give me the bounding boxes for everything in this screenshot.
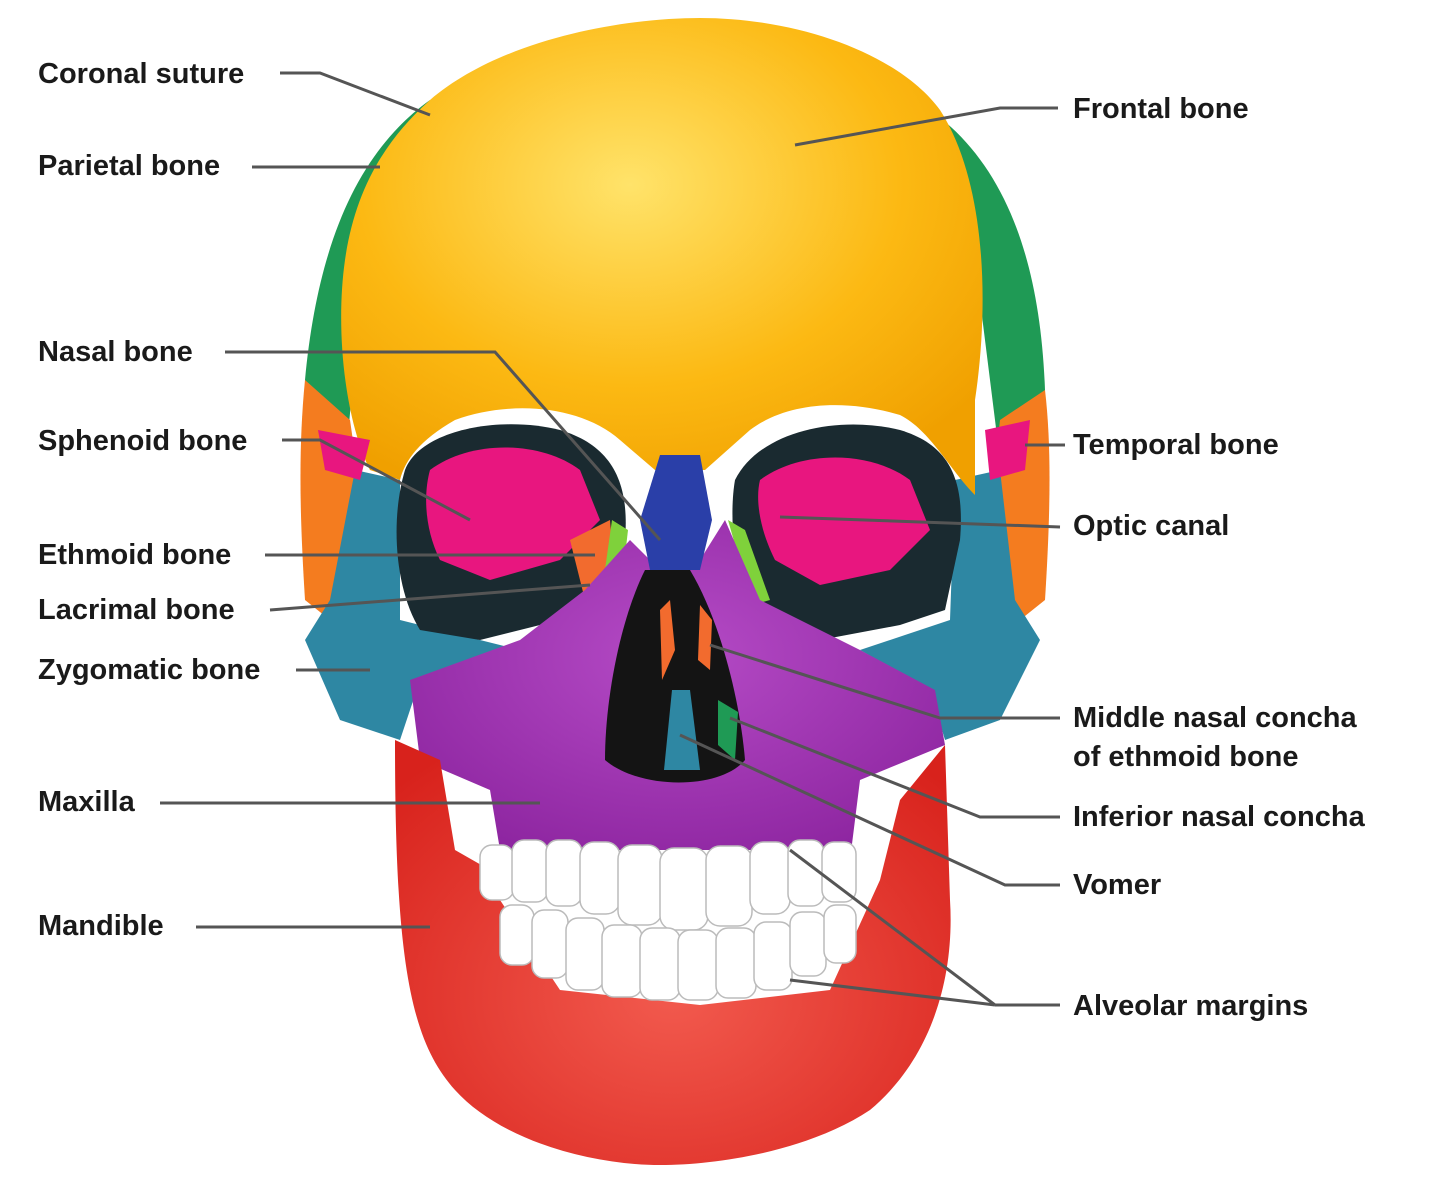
sphenoid-bone-left: [426, 447, 600, 580]
label-optic-canal: Optic canal: [1073, 510, 1230, 542]
lower-teeth: [499, 904, 857, 1001]
sphenoid-bone-temporal-left: [318, 430, 370, 480]
leader-vomer: [679, 733, 1060, 887]
parietal-bone-left: [305, 100, 430, 470]
leader-middle-nasal-concha: [709, 643, 1060, 720]
upper-teeth: [479, 839, 857, 931]
label-frontal-bone: Frontal bone: [1073, 93, 1249, 125]
label-ethmoid-bone: Ethmoid bone: [38, 539, 232, 571]
middle-nasal-concha: [660, 600, 712, 680]
label-parietal-bone: Parietal bone: [38, 150, 221, 182]
label-middle-nasal-concha-line1: Middle nasal concha: [1073, 702, 1357, 734]
leader-sphenoid-bone: [282, 438, 471, 522]
sphenoid-bone-temporal-right: [985, 420, 1030, 480]
label-middle-nasal-concha-line2: of ethmoid bone: [1073, 741, 1299, 773]
mandible: [395, 740, 951, 1165]
leader-alveolar-lower: [789, 978, 996, 1007]
label-mandible: Mandible: [38, 910, 164, 942]
label-inferior-nasal-concha: Inferior nasal concha: [1073, 801, 1365, 833]
leader-alveolar-upper: [789, 848, 996, 1007]
label-coronal-suture: Coronal suture: [38, 58, 245, 90]
sphenoid-bone-right: [758, 457, 930, 585]
label-maxilla: Maxilla: [38, 786, 135, 818]
leader-coronal-suture: [280, 71, 431, 117]
vomer: [664, 690, 700, 770]
zygomatic-bone-left: [305, 470, 520, 740]
label-alveolar-margins: Alveolar margins: [1073, 990, 1309, 1022]
leader-inferior-nasal-concha: [729, 716, 1060, 819]
leader-lacrimal-bone: [269, 583, 591, 612]
label-temporal-bone: Temporal bone: [1073, 429, 1279, 461]
label-nasal-bone: Nasal bone: [38, 336, 193, 368]
leader-frontal-bone: [794, 106, 1058, 147]
label-sphenoid-bone: Sphenoid bone: [38, 425, 248, 457]
lacrimal-bone-right: [728, 520, 770, 605]
leader-optic-canal: [779, 515, 1061, 529]
leader-nasal-bone: [225, 350, 662, 541]
zygomatic-bone-right: [860, 470, 1040, 740]
leader-lines: [160, 71, 1065, 1007]
label-lacrimal-bone: Lacrimal bone: [38, 594, 235, 626]
nasal-bone: [640, 455, 712, 570]
inferior-nasal-concha: [718, 700, 738, 760]
frontal-bone: [341, 18, 983, 495]
label-zygomatic-bone: Zygomatic bone: [38, 654, 261, 686]
label-vomer: Vomer: [1073, 869, 1162, 901]
